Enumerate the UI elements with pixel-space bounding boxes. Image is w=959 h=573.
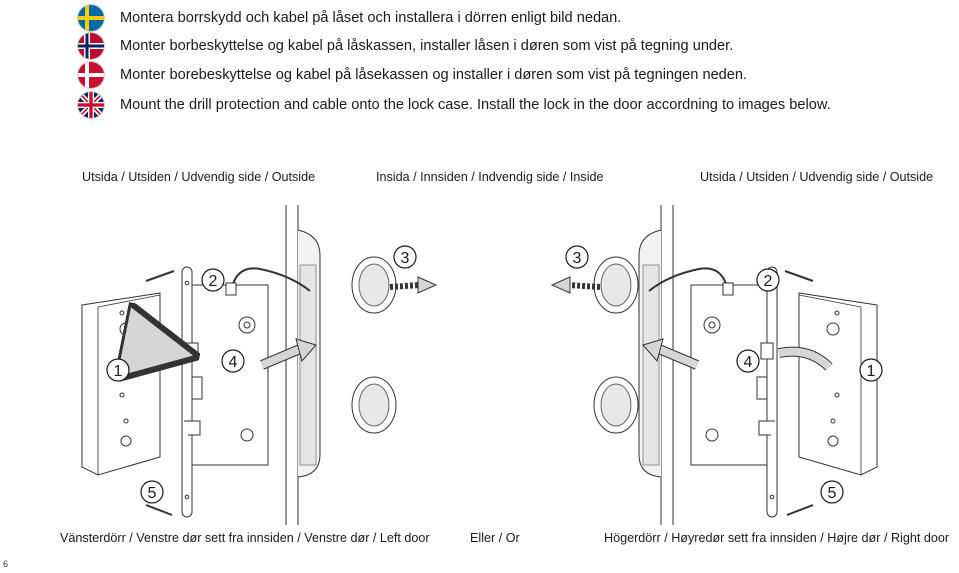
caption-outside-left: Utsida / Utsiden / Udvendig side / Outsi… xyxy=(82,170,316,184)
step-2-badge-right: 2 xyxy=(756,268,780,292)
instruction-text-da: Monter borebeskyttelse og kabel på låsek… xyxy=(120,67,748,83)
lock-installation-illustration: 1 2 3 4 5 3 2 4 1 5 xyxy=(81,205,883,525)
uk-flag-icon xyxy=(78,92,104,118)
instruction-row-da: Monter borebeskyttelse og kabel på låsek… xyxy=(78,62,747,88)
instruction-row-sv: Montera borrskydd och kabel på låset och… xyxy=(78,5,621,31)
step-4-badge-right: 4 xyxy=(736,349,760,373)
caption-right-door: Högerdörr / Høyredør sett fra innsiden /… xyxy=(604,531,950,545)
step-3-label-right: 3 xyxy=(573,250,582,267)
step-4-label-left: 4 xyxy=(229,354,238,371)
page-number: 6 xyxy=(3,559,9,569)
inside-handles xyxy=(351,256,639,434)
sweden-flag-icon xyxy=(78,5,104,31)
step-5-label-right: 5 xyxy=(828,485,837,502)
step-5-badge-left: 5 xyxy=(140,480,164,504)
step-4-label-right: 4 xyxy=(744,354,753,371)
step-3-badge-left: 3 xyxy=(393,245,417,269)
step-2-label-right: 2 xyxy=(764,273,773,290)
instruction-text-no: Monter borbeskyttelse og kabel på låskas… xyxy=(120,38,734,54)
caption-left-door: Vänsterdörr / Venstre dør sett fra innsi… xyxy=(60,531,430,545)
step-4-badge-left: 4 xyxy=(221,349,245,373)
step-2-badge-left: 2 xyxy=(201,268,225,292)
instruction-row-no: Monter borbeskyttelse og kabel på låskas… xyxy=(78,33,733,59)
caption-outside-right: Utsida / Utsiden / Udvendig side / Outsi… xyxy=(700,170,934,184)
instruction-text-en: Mount the drill protection and cable ont… xyxy=(120,97,831,113)
step-5-badge-right: 5 xyxy=(820,480,844,504)
instruction-row-en: Mount the drill protection and cable ont… xyxy=(78,92,831,118)
denmark-flag-icon xyxy=(78,62,104,88)
step-1-badge-right: 1 xyxy=(859,358,883,382)
caption-or: Eller / Or xyxy=(470,531,520,545)
caption-inside: Insida / Innsiden / Indvendig side / Ins… xyxy=(376,170,604,184)
step-1-label-right: 1 xyxy=(867,363,876,380)
step-3-label-left: 3 xyxy=(401,250,410,267)
step-1-label-left: 1 xyxy=(114,363,123,380)
drill-protection-plate-left xyxy=(81,292,161,476)
step-3-badge-right: 3 xyxy=(565,245,589,269)
step-5-label-left: 5 xyxy=(148,485,157,502)
step-2-label-left: 2 xyxy=(209,273,218,290)
instruction-text-sv: Montera borrskydd och kabel på låset och… xyxy=(120,10,622,26)
left-door-assembly xyxy=(81,205,321,525)
step-1-badge-left: 1 xyxy=(106,358,130,382)
right-door-assembly xyxy=(638,205,878,525)
norway-flag-icon xyxy=(78,33,104,59)
